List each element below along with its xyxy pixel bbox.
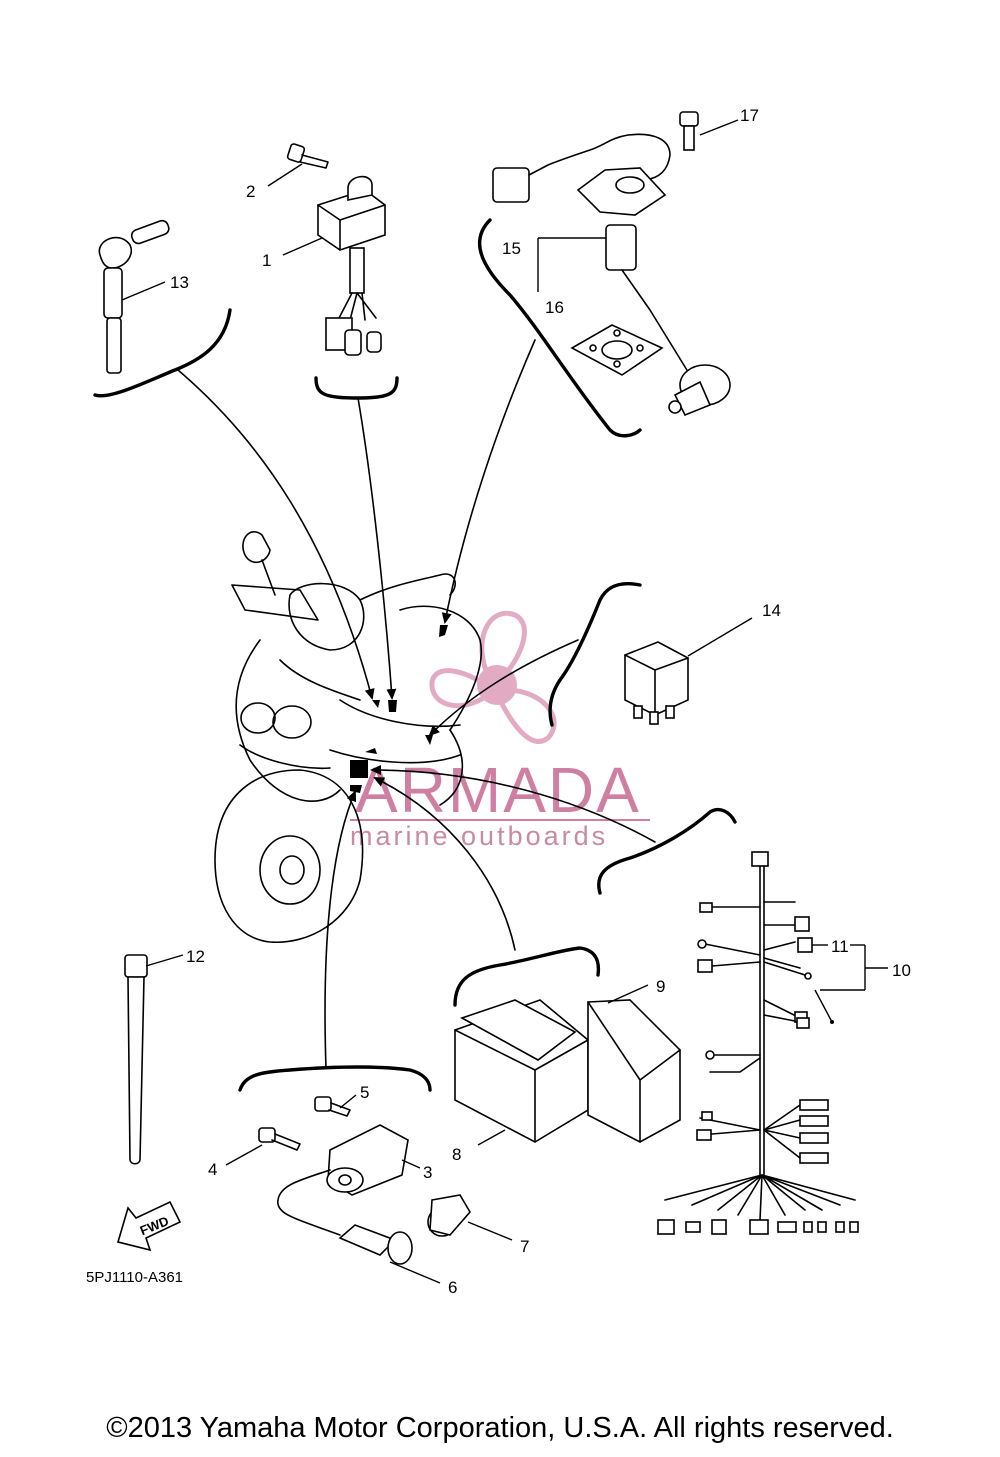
callout-8: 8 [452,1145,461,1164]
part-9-battery-cover [587,984,681,1143]
callout-7: 7 [520,1237,529,1256]
part-16-gasket [570,324,664,376]
callout-2: 2 [246,182,255,201]
part-7-cap [427,1194,513,1241]
part-10-wire-harness [657,851,888,1235]
part-2-screw [267,143,329,187]
propeller-logo-icon [429,610,557,744]
part-12-cable-band [124,954,184,1165]
callout-16: 16 [545,298,564,317]
callout-12: 12 [186,947,205,966]
part-15-fuel-sender [492,133,731,417]
part-17-screw [679,111,739,151]
callout-15: 15 [502,239,521,258]
exploded-parts-diagram: ARMADA marine outboards [86,106,911,1297]
copyright-notice: ©2013 Yamaha Motor Corporation, U.S.A. A… [106,1412,894,1444]
callout-5: 5 [360,1083,369,1102]
part-5-bolt [314,1094,357,1117]
part-3-ignition-coil [326,1124,421,1196]
watermark-brand: ARMADA [355,754,641,826]
callout-14: 14 [762,601,781,620]
part-8-battery [454,999,589,1146]
callout-17: 17 [740,106,759,125]
callout-9: 9 [656,977,665,996]
part-13-plug-lead [98,219,170,374]
callout-1: 1 [262,251,271,270]
callout-4: 4 [208,1160,217,1179]
leader-arrows [177,339,656,1069]
part-1-cdi-unit [282,175,386,356]
callout-11: 11 [831,937,849,956]
callout-13: 13 [170,273,189,292]
scooter-outline [214,531,482,943]
part-14-relay [624,617,753,725]
fwd-arrow-icon: FWD [116,1200,182,1252]
callout-6: 6 [448,1278,457,1297]
callout-3: 3 [423,1163,432,1182]
part-4-bolt [225,1127,301,1166]
diagram-code: 5PJ1110-A361 [86,1269,183,1286]
armada-watermark: ARMADA marine outboards [350,610,650,851]
part-6-plug-cap [277,1169,441,1284]
watermark-tagline: marine outboards [350,821,608,851]
group-brackets [93,218,737,1092]
callout-labels: 1 2 3 4 5 6 7 8 9 10 11 12 13 14 15 16 1… [170,106,911,1297]
callout-10: 10 [892,961,911,980]
